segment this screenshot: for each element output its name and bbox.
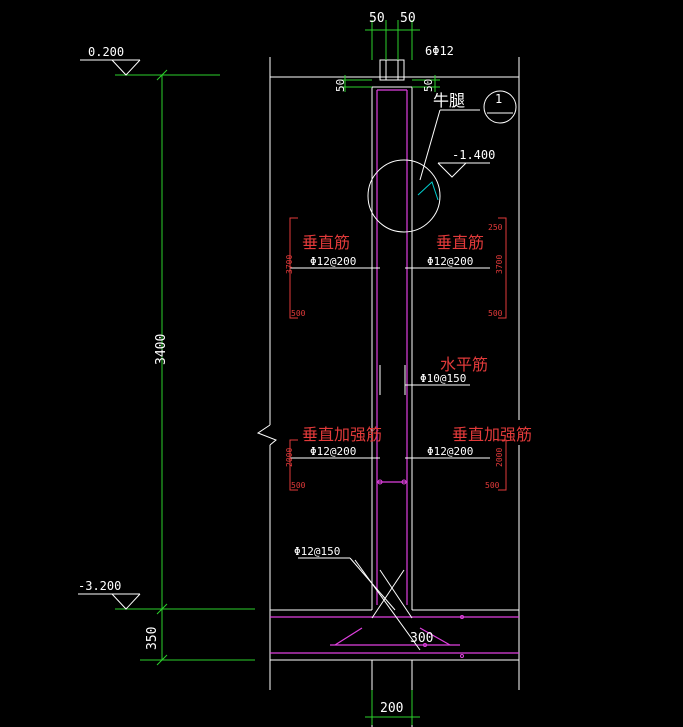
- bracket-length-labels: 3700 500 250 3700 500 2000 500 2000 500: [285, 223, 504, 490]
- top-bars-label: 6Φ12: [425, 44, 454, 58]
- dim-top-50-right: 50: [400, 11, 416, 26]
- dim-200: 200: [380, 701, 403, 716]
- label-vertical-left: 垂直筋: [302, 233, 350, 252]
- dim-left-50: 50: [334, 79, 347, 92]
- len-250-right: 250: [488, 223, 503, 232]
- len-3700-left: 3700: [285, 255, 294, 274]
- corbel-label: 牛腿: [433, 91, 465, 110]
- rebar-range-brackets: [289, 217, 507, 491]
- top-stub: [379, 59, 405, 81]
- spec-bottom: Φ12@150: [294, 545, 340, 558]
- corbel-callout: [367, 90, 517, 233]
- dim-3400: 3400: [154, 334, 169, 365]
- label-vertical-add-left: 垂直加强筋: [302, 425, 382, 444]
- dimension-lines: [115, 20, 440, 725]
- len-500-right-b: 500: [485, 481, 500, 490]
- rebar-red-labels: 垂直筋 垂直筋 水平筋 垂直加强筋 垂直加强筋: [302, 233, 532, 444]
- rebar-dots: [377, 479, 464, 658]
- dim-top-50-left: 50: [369, 11, 385, 26]
- label-vertical-right: 垂直筋: [436, 233, 484, 252]
- spec-add-left: Φ12@200: [310, 445, 356, 458]
- elevation-bottom: -3.200: [78, 579, 121, 593]
- len-500-left-a: 500: [291, 309, 306, 318]
- len-500-left-b: 500: [291, 481, 306, 490]
- rebar-lines: [270, 89, 519, 654]
- base-diagonal-bars: [354, 559, 421, 651]
- detail-number: 1: [495, 92, 502, 106]
- len-2000-right: 2000: [495, 448, 504, 467]
- len-2000-left: 2000: [285, 448, 294, 467]
- dim-300: 300: [410, 631, 433, 646]
- label-vertical-add-right: 垂直加强筋: [452, 425, 532, 444]
- elevation-texts: 0.200 -1.400 -3.200: [78, 45, 495, 593]
- rebar-leaders: [290, 267, 490, 611]
- label-horizontal: 水平筋: [440, 355, 488, 374]
- rebar-spec-labels: Φ12@200 Φ12@200 Φ10@150 Φ12@200 Φ12@200 …: [294, 255, 473, 558]
- callout-texts: 牛腿 1: [433, 91, 502, 110]
- dim-350: 350: [145, 627, 160, 650]
- spec-add-right: Φ12@200: [427, 445, 473, 458]
- elevation-top: 0.200: [88, 45, 124, 59]
- elevation-markers: [78, 59, 490, 610]
- len-3700-right: 3700: [495, 255, 504, 274]
- len-500-right-a: 500: [488, 309, 503, 318]
- spec-vertical-right: Φ12@200: [427, 255, 473, 268]
- dim-right-50: 50: [422, 79, 435, 92]
- spec-horizontal: Φ10@150: [420, 372, 466, 385]
- elevation-bracket: -1.400: [452, 148, 495, 162]
- spec-vertical-left: Φ12@200: [310, 255, 356, 268]
- dimension-texts: 50 50 6Φ12 50 50 3400 350 200 300: [145, 11, 454, 716]
